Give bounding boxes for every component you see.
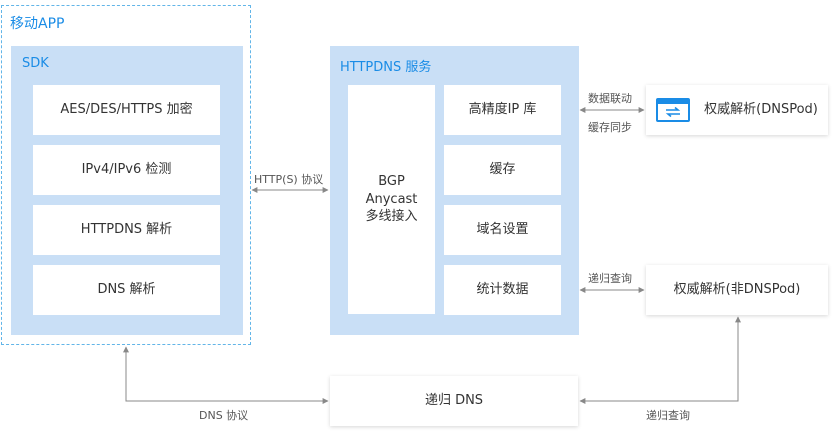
label-cache-sync: 缓存同步 — [588, 121, 632, 134]
label-dns-protocol: DNS 协议 — [199, 409, 249, 422]
label-http-protocol: HTTP(S) 协议 — [254, 173, 324, 186]
authoritative-dnspod-label: 权威解析(DNSPod) — [704, 102, 818, 118]
recursive-dns-box: 递归 DNS — [330, 376, 578, 426]
arrow-recursive-query — [579, 316, 741, 404]
label-recursive-query-bottom: 递归查询 — [646, 409, 690, 422]
sdk-item-ip-detection: IPv4/IPv6 检测 — [33, 145, 220, 195]
service-domain-settings: 域名设置 — [444, 205, 561, 255]
arrow-dns-protocol — [123, 346, 329, 404]
mobile-app-frame — [1, 5, 251, 345]
label-recursive-query-top: 递归查询 — [588, 272, 632, 285]
authoritative-non-dnspod-box: 权威解析(非DNSPod) — [646, 265, 828, 315]
bgp-line-2: Anycast — [365, 191, 418, 207]
mobile-app-title: 移动APP — [10, 16, 65, 32]
service-statistics: 统计数据 — [444, 265, 561, 315]
label-data-link: 数据联动 — [588, 92, 632, 105]
sdk-item-dns-resolve: DNS 解析 — [33, 265, 220, 315]
bgp-line-3: 多线接入 — [365, 209, 418, 225]
authoritative-dnspod-box: 权威解析(DNSPod) — [646, 85, 828, 135]
dnspod-logo-icon — [656, 98, 691, 122]
service-ip-library: 高精度IP 库 — [444, 85, 561, 135]
sdk-item-encryption: AES/DES/HTTPS 加密 — [33, 85, 220, 135]
bgp-line-1: BGP — [378, 174, 405, 190]
httpdns-title: HTTPDNS 服务 — [340, 60, 432, 75]
service-cache: 缓存 — [444, 145, 561, 195]
sdk-title: SDK — [22, 56, 49, 71]
bgp-anycast-box: BGP Anycast 多线接入 — [348, 85, 435, 314]
sdk-item-httpdns-resolve: HTTPDNS 解析 — [33, 205, 220, 255]
